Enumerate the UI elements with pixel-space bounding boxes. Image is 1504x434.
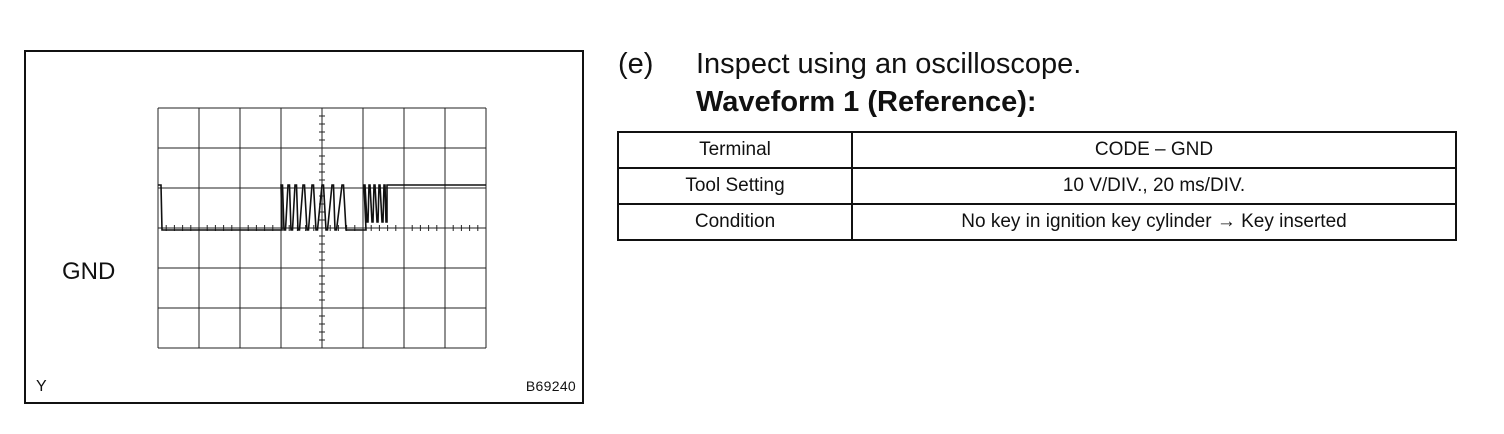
oscilloscope-figure: GND Y B69240 [24, 50, 584, 404]
row-label-condition: Condition [617, 203, 853, 241]
step-instruction: Inspect using an oscilloscope. [696, 48, 1082, 80]
spec-table: Terminal CODE – GND Tool Setting 10 V/DI… [617, 131, 1457, 241]
oscilloscope-screen [157, 107, 487, 349]
y-axis-label: Y [36, 378, 47, 395]
waveform-title: Waveform 1 (Reference): [696, 86, 1037, 118]
table-row: Terminal CODE – GND [617, 131, 1457, 169]
gnd-reference-label: GND [62, 258, 116, 285]
figure-id: B69240 [525, 378, 576, 394]
table-row: Condition No key in ignition key cylinde… [617, 203, 1457, 241]
row-label-terminal: Terminal [617, 131, 853, 169]
step-letter: (e) [618, 48, 654, 80]
row-value-condition: No key in ignition key cylinder → Key in… [851, 203, 1457, 241]
row-value-terminal: CODE – GND [851, 131, 1457, 169]
table-row: Tool Setting 10 V/DIV., 20 ms/DIV. [617, 167, 1457, 205]
waveform-trace [158, 184, 486, 231]
oscilloscope-center-ticks [157, 107, 487, 349]
row-value-tool-setting: 10 V/DIV., 20 ms/DIV. [851, 167, 1457, 205]
row-label-tool-setting: Tool Setting [617, 167, 853, 205]
